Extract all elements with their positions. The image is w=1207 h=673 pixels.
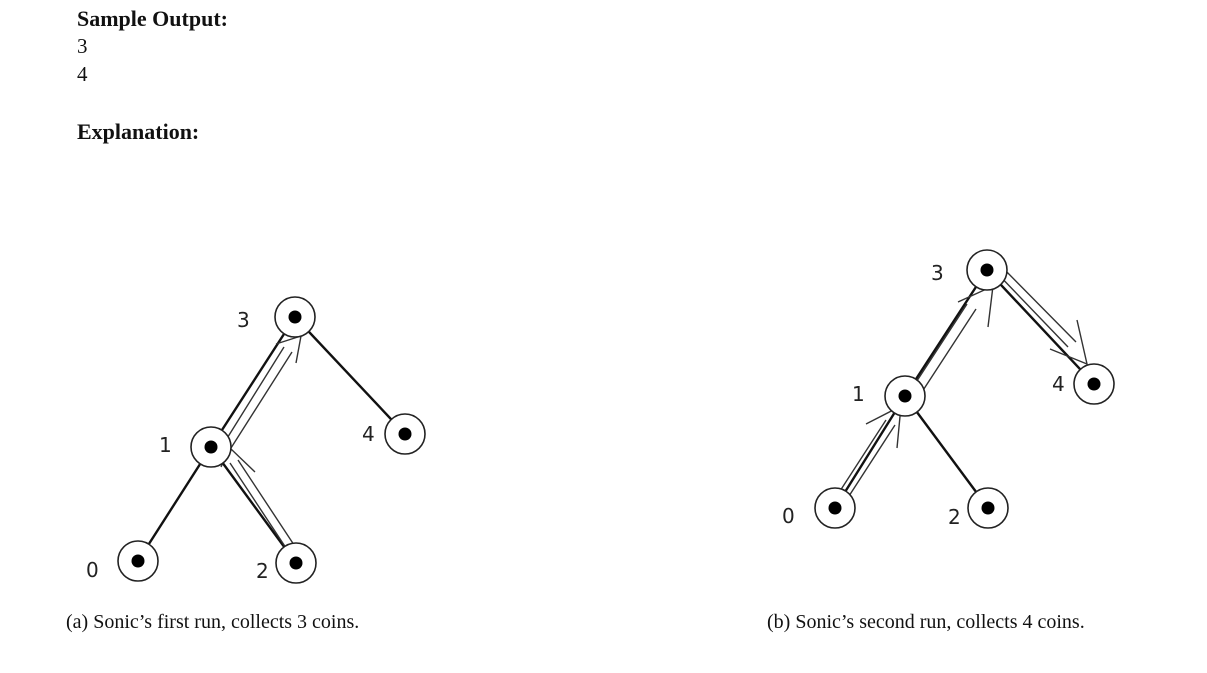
node-label: 2 <box>948 505 961 529</box>
figure-b: 0 1 2 3 4 <box>782 249 1115 529</box>
edge-a-1-3 <box>209 316 297 448</box>
node-label: 4 <box>362 422 375 446</box>
arrow-b-1-3-shaft <box>910 303 977 399</box>
edge-b-0-1 <box>833 395 907 509</box>
edge-b-1-2 <box>904 395 989 509</box>
edge-b-3-4 <box>986 269 1095 385</box>
node-label: 1 <box>852 382 865 406</box>
node-b-2: 2 <box>948 487 1009 529</box>
node-b-0: 0 <box>782 487 856 529</box>
node-b-3: 3 <box>931 249 1008 291</box>
node-label: 0 <box>782 504 795 528</box>
figure-a: 0 1 2 3 4 <box>86 296 426 584</box>
arrow-b-3-4-shaft <box>994 265 1077 348</box>
sample-output-heading: Sample Output: <box>77 6 228 31</box>
node-a-1: 1 <box>159 426 232 468</box>
node-a-4: 4 <box>362 413 426 455</box>
edge-b-1-3 <box>903 269 989 397</box>
run-path-b <box>828 265 1088 514</box>
output-line-1: 3 <box>77 34 88 58</box>
caption-a: (a) Sonic’s first run, collects 3 coins. <box>66 611 360 633</box>
node-label: 4 <box>1052 372 1065 396</box>
edge-a-3-4 <box>294 316 406 435</box>
node-label: 3 <box>237 308 250 332</box>
node-a-0: 0 <box>86 540 159 582</box>
node-b-4: 4 <box>1052 363 1115 405</box>
node-label: 3 <box>931 261 944 285</box>
arrow-b-3-4-head <box>1049 319 1088 366</box>
caption-b: (b) Sonic’s second run, collects 4 coins… <box>767 611 1085 633</box>
explanation-heading: Explanation: <box>77 119 200 144</box>
node-label: 1 <box>159 433 172 457</box>
arrow-a-2-1-shaft <box>229 459 301 558</box>
node-label: 0 <box>86 558 99 582</box>
node-a-2: 2 <box>256 542 317 584</box>
edge-a-1-2 <box>210 446 297 564</box>
node-label: 2 <box>256 559 269 583</box>
edge-a-0-1 <box>136 446 213 562</box>
output-line-2: 4 <box>77 62 88 86</box>
node-b-1: 1 <box>852 375 926 417</box>
node-a-3: 3 <box>237 296 316 338</box>
